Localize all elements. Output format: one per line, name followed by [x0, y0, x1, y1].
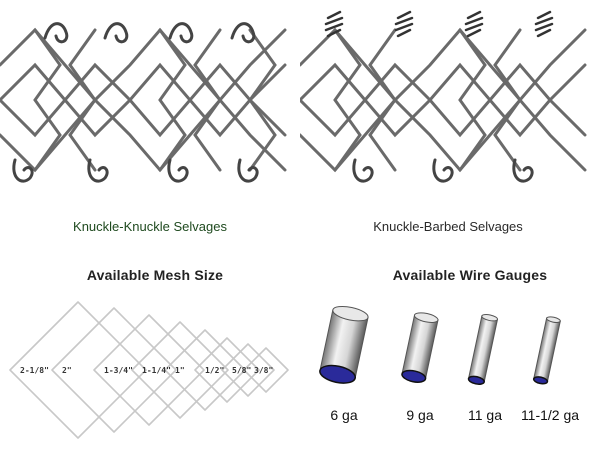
mesh-size-label: 5/8" — [232, 366, 251, 375]
knuckle-knuckle-caption: Knuckle-Knuckle Selvages — [73, 219, 227, 234]
mesh-size-label: 1-1/4" — [142, 366, 171, 375]
gauge-label-6: 6 ga — [330, 407, 358, 423]
mesh-diamond — [51, 307, 177, 433]
gauge-label-11: 11 ga — [468, 407, 502, 423]
mesh-size-label: 3/8" — [254, 366, 273, 375]
mesh-diamond — [131, 321, 229, 419]
mesh-diamond — [93, 314, 205, 426]
wire-gauges-title: Available Wire Gauges — [392, 267, 548, 283]
mesh-size-title: Available Mesh Size — [86, 267, 224, 283]
wire-gauges-diagram — [319, 305, 561, 385]
knuckle-knuckle-fence-illustration — [0, 22, 287, 183]
mesh-size-label: 1-3/4" — [104, 366, 133, 375]
mesh-diamond — [221, 343, 275, 397]
knuckle-barbed-caption: Knuckle-Barbed Selvages — [373, 219, 523, 234]
mesh-diamond — [9, 301, 147, 439]
mesh-size-diagram: 2-1/8" 2" 1-3/4" 1-1/4" 1" 1/2" 5/8"3/8" — [9, 301, 289, 439]
wire-gauge-cylinder — [401, 312, 439, 383]
gauge-label-9: 9 ga — [406, 407, 434, 423]
wire-gauge-cylinder — [467, 313, 499, 385]
mesh-size-label: 1/2" — [205, 366, 224, 375]
mesh-size-label: 2" — [62, 366, 72, 375]
mesh-diamond — [194, 337, 260, 403]
knuckle-barbed-fence-illustration — [300, 10, 587, 183]
mesh-diamond — [243, 347, 289, 393]
mesh-size-label: 1" — [175, 366, 185, 375]
wire-gauge-cylinder — [319, 305, 369, 384]
mesh-size-label: 2-1/8" — [20, 366, 49, 375]
gauge-label-11-1-2: 11-1/2 ga — [520, 407, 580, 423]
wire-gauge-cylinder — [532, 316, 561, 385]
